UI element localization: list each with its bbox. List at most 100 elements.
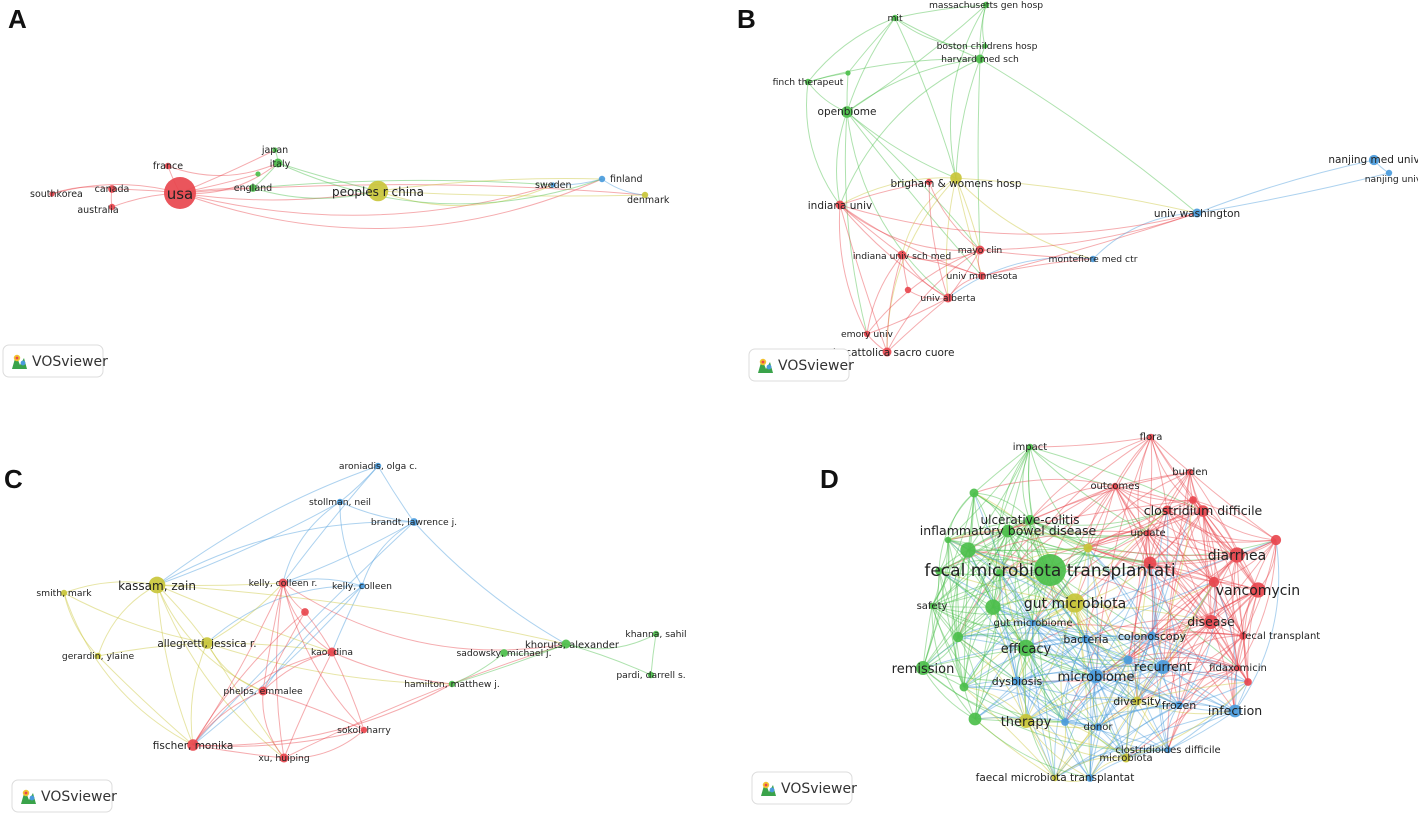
node-nd11[interactable] bbox=[1270, 534, 1282, 546]
node-disease[interactable] bbox=[1203, 614, 1219, 630]
node-dysbiosis[interactable] bbox=[1012, 676, 1022, 686]
node-kassam-zain[interactable] bbox=[148, 576, 166, 594]
node-nanjing-med-univ[interactable] bbox=[1368, 154, 1380, 166]
node-univ-washington[interactable] bbox=[1192, 208, 1202, 218]
node-fischer-monika[interactable] bbox=[187, 739, 199, 751]
node-khoruts-alexander[interactable] bbox=[561, 639, 571, 649]
node-openbiome[interactable] bbox=[841, 106, 853, 118]
node-nd5[interactable] bbox=[968, 712, 982, 726]
node-usa[interactable] bbox=[164, 177, 196, 209]
node-update[interactable] bbox=[1144, 529, 1152, 537]
node-japan[interactable] bbox=[272, 147, 278, 153]
node-nd18[interactable] bbox=[1086, 774, 1094, 782]
node-finland[interactable] bbox=[598, 175, 606, 183]
node-vancomycin[interactable] bbox=[1250, 582, 1266, 598]
node-infection[interactable] bbox=[1228, 704, 1242, 718]
node-mit[interactable] bbox=[891, 14, 899, 22]
node-nd13[interactable] bbox=[1083, 543, 1093, 553]
node-aroniadis-olga-c[interactable] bbox=[374, 462, 382, 470]
node-bacteria[interactable] bbox=[1081, 634, 1091, 644]
node-hamilton-matthew-j[interactable] bbox=[448, 680, 456, 688]
node-clostridioides-difficile[interactable] bbox=[1164, 746, 1172, 754]
node-microbiome[interactable] bbox=[1088, 668, 1104, 684]
node-remission[interactable] bbox=[915, 660, 931, 676]
node-nb3[interactable] bbox=[904, 286, 912, 294]
node-pardi-darrell-s[interactable] bbox=[647, 671, 655, 679]
node-fecal-transplant[interactable] bbox=[1239, 632, 1247, 640]
node-nd17[interactable] bbox=[1244, 678, 1252, 686]
node-kelly-colleen[interactable] bbox=[358, 582, 366, 590]
node-impact[interactable] bbox=[1026, 443, 1034, 451]
node-nd19[interactable] bbox=[944, 536, 952, 544]
node-kao-dina[interactable] bbox=[327, 647, 337, 657]
node-phelps-emmalee[interactable] bbox=[258, 686, 268, 696]
node-england[interactable] bbox=[249, 184, 257, 192]
node-khanna-sahil[interactable] bbox=[652, 630, 660, 638]
node-brigham-womens-hosp[interactable] bbox=[950, 172, 962, 184]
node-harvard-med-sch[interactable] bbox=[975, 54, 985, 64]
node-massachusetts-gen-hosp[interactable] bbox=[982, 1, 990, 9]
node-finch-therapeut[interactable] bbox=[804, 78, 812, 86]
node-safety[interactable] bbox=[928, 602, 936, 610]
node-efficacy[interactable] bbox=[1017, 639, 1035, 657]
node-australia[interactable] bbox=[108, 203, 116, 211]
node-denmark[interactable] bbox=[641, 191, 649, 199]
node-ulcerative-colitis[interactable] bbox=[1024, 514, 1036, 526]
node-sadowsky-michael-j[interactable] bbox=[500, 649, 508, 657]
node-peoples-r-china[interactable] bbox=[367, 180, 389, 202]
node-france[interactable] bbox=[164, 162, 172, 170]
node-nd14[interactable] bbox=[1123, 655, 1133, 665]
node-southkorea[interactable] bbox=[49, 191, 55, 197]
node-nb2[interactable] bbox=[925, 178, 933, 186]
node-donor[interactable] bbox=[1094, 723, 1102, 731]
node-stollman-neil[interactable] bbox=[336, 498, 344, 506]
node-frozen[interactable] bbox=[1175, 701, 1183, 709]
node-emory-univ[interactable] bbox=[863, 330, 871, 338]
node-na1[interactable] bbox=[255, 171, 261, 177]
node-microbiota[interactable] bbox=[1121, 753, 1131, 763]
node-nd3[interactable] bbox=[969, 488, 979, 498]
node-canada[interactable] bbox=[108, 185, 116, 193]
node-nd15[interactable] bbox=[1061, 718, 1069, 726]
node-nb1[interactable] bbox=[845, 70, 851, 76]
node-nd7[interactable] bbox=[959, 682, 969, 692]
node-faecal-microbiota-transplantat[interactable] bbox=[1051, 774, 1059, 782]
node-sokol-harry[interactable] bbox=[360, 726, 368, 734]
node-kelly-colleen-r[interactable] bbox=[278, 578, 288, 588]
node-indiana-univ-sch-med[interactable] bbox=[897, 250, 907, 260]
node-smith-mark[interactable] bbox=[60, 589, 68, 597]
node-diversity[interactable] bbox=[1132, 696, 1142, 706]
node-clostridium-difficile[interactable] bbox=[1197, 505, 1209, 517]
node-univ-alberta[interactable] bbox=[943, 293, 953, 303]
node-nd4[interactable] bbox=[935, 567, 943, 575]
node-indiana-univ[interactable] bbox=[835, 200, 845, 210]
node-brandt-lawrence-j[interactable] bbox=[410, 518, 418, 526]
node-inflammatory-bowel-disease[interactable] bbox=[1001, 524, 1015, 538]
node-nd1[interactable] bbox=[960, 542, 976, 558]
node-nc1[interactable] bbox=[301, 608, 309, 616]
node-flora[interactable] bbox=[1147, 433, 1155, 441]
node-nd16[interactable] bbox=[996, 569, 1004, 577]
node-nd6[interactable] bbox=[952, 631, 964, 643]
node-nanjing-univ[interactable] bbox=[1385, 169, 1393, 177]
node-gut-microbiome[interactable] bbox=[1029, 619, 1037, 627]
node-nd10[interactable] bbox=[1162, 505, 1172, 515]
node-nd8[interactable] bbox=[1143, 556, 1157, 570]
node-therapy[interactable] bbox=[1018, 713, 1034, 729]
node-montefiore-med-ctr[interactable] bbox=[1089, 255, 1097, 263]
node-fidaxomicin[interactable] bbox=[1234, 664, 1242, 672]
node-italy[interactable] bbox=[273, 158, 283, 168]
node-gerardin-ylaine[interactable] bbox=[94, 652, 102, 660]
node-xu-huiping[interactable] bbox=[279, 753, 289, 763]
node-nd12[interactable] bbox=[1189, 496, 1197, 504]
node-burden[interactable] bbox=[1186, 468, 1194, 476]
node-fecal-microbiota-transplantati[interactable] bbox=[1034, 554, 1066, 586]
node-boston-childrens-hosp[interactable] bbox=[982, 43, 988, 49]
node-allegretti-jessica-r[interactable] bbox=[201, 637, 213, 649]
node-outcomes[interactable] bbox=[1111, 482, 1119, 490]
node-univ-cattolica-sacro-cuore[interactable] bbox=[882, 347, 892, 357]
node-recurrent[interactable] bbox=[1155, 659, 1171, 675]
node-gut-microbiota[interactable] bbox=[1065, 593, 1085, 613]
node-nd2[interactable] bbox=[985, 599, 1001, 615]
node-colonoscopy[interactable] bbox=[1147, 631, 1157, 641]
